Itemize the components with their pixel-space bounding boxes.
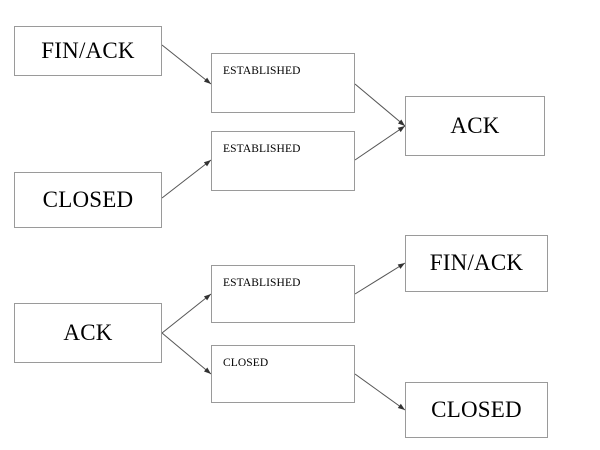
node-label: CLOSED [42, 186, 134, 212]
node-label: FIN/ACK [429, 250, 524, 276]
node-established-top[interactable]: ESTABLISHED [211, 53, 355, 113]
node-fin-ack-top-left[interactable]: FIN/ACK [14, 26, 162, 76]
node-ack-bottom-left[interactable]: ACK [14, 303, 162, 363]
node-closed-bottom-middle[interactable]: CLOSED [211, 345, 355, 403]
edge-connector [161, 44, 212, 85]
node-closed-bottom-right[interactable]: CLOSED [405, 382, 548, 438]
node-label: ESTABLISHED [223, 277, 301, 289]
edge-connector [354, 373, 406, 411]
node-label: ACK [63, 319, 113, 345]
node-label: ESTABLISHED [223, 143, 301, 155]
node-label: FIN/ACK [41, 37, 135, 63]
edge-connector [161, 159, 212, 199]
edge-connector [354, 125, 406, 161]
edge-connector [161, 293, 212, 334]
node-established-upper-middle[interactable]: ESTABLISHED [211, 131, 355, 191]
node-label: ESTABLISHED [223, 65, 301, 77]
node-label: CLOSED [431, 396, 522, 422]
node-label: CLOSED [223, 357, 269, 369]
edge-connector [161, 332, 212, 375]
node-established-bottom[interactable]: ESTABLISHED [211, 265, 355, 323]
node-label: ACK [450, 112, 500, 138]
edge-connector [354, 83, 406, 127]
node-ack-top-right[interactable]: ACK [405, 96, 545, 156]
edge-connector [354, 262, 406, 295]
node-closed-middle-left[interactable]: CLOSED [14, 172, 162, 228]
node-fin-ack-bottom-right[interactable]: FIN/ACK [405, 235, 548, 292]
